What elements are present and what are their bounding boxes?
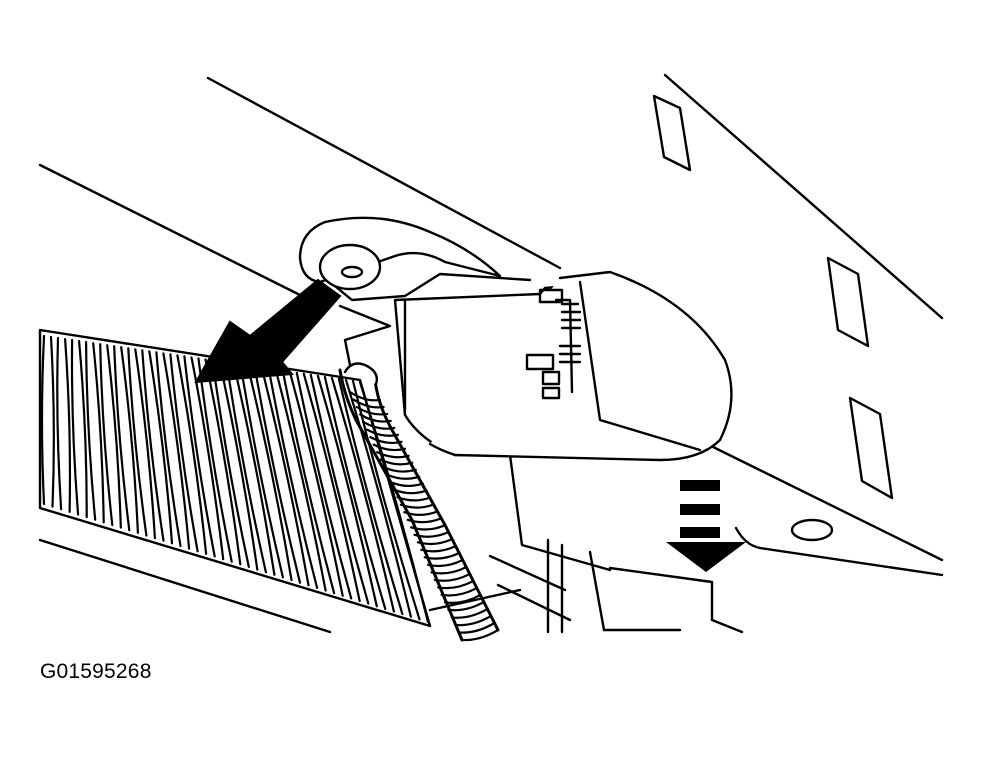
harness-ring <box>443 594 482 604</box>
fabric-rib <box>113 345 131 532</box>
floor-panel <box>38 73 944 577</box>
fabric-rib <box>155 351 182 548</box>
fabric-rib <box>169 353 199 553</box>
seat-cushion-edge <box>38 328 432 628</box>
harness-ring <box>379 458 414 466</box>
fabric-rib <box>337 377 404 616</box>
harness-ring <box>352 398 385 409</box>
harness-ring <box>376 451 410 459</box>
fabric-rib <box>323 375 387 610</box>
harness-ring <box>437 580 475 590</box>
fabric-rib <box>176 354 208 555</box>
harness-ring <box>457 621 496 634</box>
harness-ring <box>362 421 396 430</box>
fabric-rib <box>134 348 156 540</box>
fabric-rib <box>295 371 353 600</box>
fabric-rib <box>232 362 276 576</box>
fabric-rib <box>49 335 55 508</box>
connector-terminal <box>525 288 582 400</box>
fabric-rib <box>162 352 191 550</box>
harness-ring <box>427 559 464 568</box>
fabric-rib <box>183 355 216 558</box>
fabric-rib <box>281 369 336 595</box>
harness-ring <box>365 428 399 437</box>
harness-ring <box>403 510 439 516</box>
fabric-rib <box>225 361 267 574</box>
fabric-rib <box>239 363 284 579</box>
harness-ring <box>393 488 428 495</box>
fabric-rib <box>106 344 122 529</box>
fabric-rib <box>141 349 165 542</box>
fabric-rib <box>253 365 302 584</box>
harness-ring <box>447 601 485 612</box>
harness-ring <box>420 545 457 553</box>
fabric-rib <box>218 360 259 571</box>
harness-ring <box>433 573 471 582</box>
fabric-rib <box>63 338 72 513</box>
harness-ring <box>372 443 407 452</box>
sensor-module <box>393 270 733 462</box>
fabric-rib <box>99 343 114 527</box>
harness-ring <box>389 481 424 487</box>
fabric-rib <box>288 370 344 597</box>
harness-ring <box>399 503 435 509</box>
wire-harness <box>338 362 500 642</box>
fabric-rib <box>40 334 46 506</box>
harness-ring <box>396 496 432 502</box>
harness-ring <box>440 587 478 597</box>
fabric-rib <box>316 374 378 608</box>
pointer-arrow <box>194 278 342 384</box>
harness-ring <box>430 566 467 575</box>
fabric-rib <box>344 378 412 618</box>
fabric-rib <box>274 368 327 592</box>
fabric-rib <box>246 364 293 582</box>
harness-ring <box>416 538 453 546</box>
harness-ring <box>460 628 500 642</box>
fabric-rib <box>211 359 250 568</box>
fabric-rib <box>85 341 97 521</box>
mounting-bolt <box>318 243 382 291</box>
fabric-rib <box>92 342 105 524</box>
fabric-rib <box>309 373 370 605</box>
fabric-rib <box>302 372 361 603</box>
fabric-rib <box>204 358 242 566</box>
panel-slot <box>652 94 894 500</box>
harness-ring <box>369 436 403 444</box>
harness-ring <box>413 531 449 538</box>
harness-ring <box>454 615 492 627</box>
harness-ring <box>348 390 382 402</box>
fabric-rib <box>197 357 233 563</box>
fabric-rib <box>351 379 421 621</box>
harness-ring <box>406 517 442 524</box>
fabric-rib <box>70 339 80 516</box>
fabric-rib <box>330 376 395 613</box>
fabric-rib <box>120 346 139 534</box>
panel-hole <box>790 518 834 542</box>
fabric-rib <box>267 367 319 589</box>
harness-ring <box>410 524 446 531</box>
fabric-rib <box>260 366 310 587</box>
fabric-rib <box>127 347 148 537</box>
fabric-rib <box>78 340 88 519</box>
figure-id-label: G01595268 <box>40 660 152 683</box>
removal-direction-arrow <box>666 480 746 572</box>
harness-ring <box>382 466 417 473</box>
harness-ring <box>355 405 389 416</box>
fabric-rib <box>148 350 174 545</box>
fabric-rib <box>56 336 63 511</box>
harness-ring <box>359 413 392 423</box>
harness-ring <box>423 552 460 560</box>
harness-ring <box>386 473 421 480</box>
harness-ring <box>450 608 489 619</box>
